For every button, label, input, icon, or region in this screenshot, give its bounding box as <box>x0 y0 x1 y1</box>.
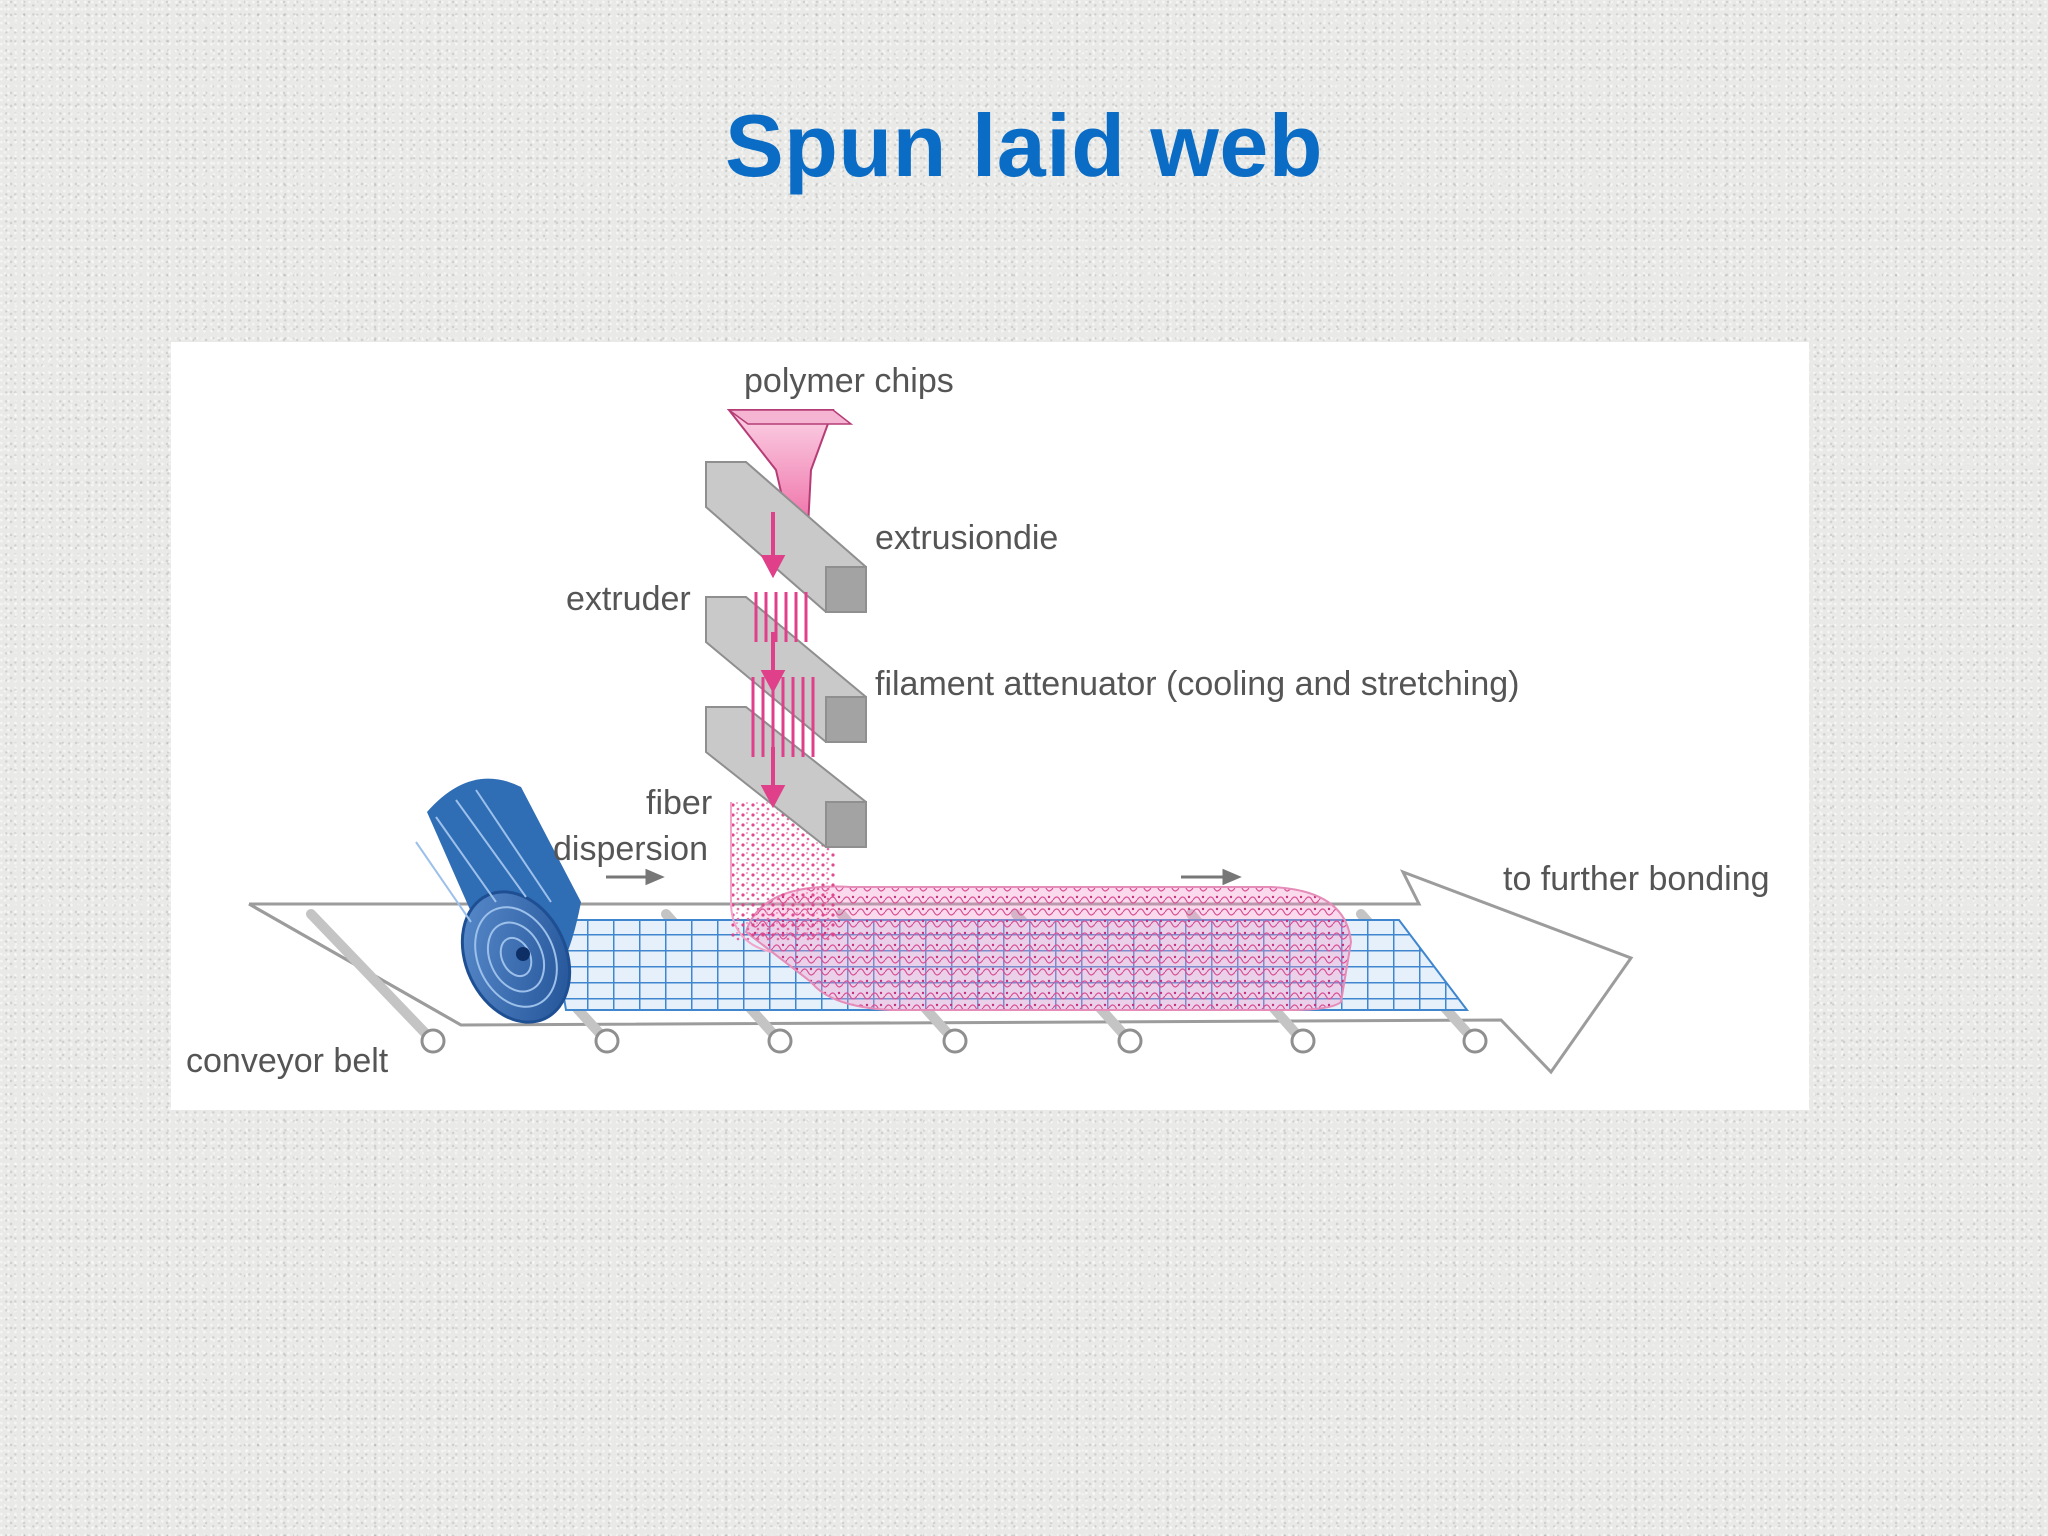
slide-title: Spun laid web <box>724 96 1324 195</box>
label-fiber: fiber <box>646 784 712 822</box>
label-dispersion: dispersion <box>553 830 708 868</box>
label-polymer-chips: polymer chips <box>744 362 954 400</box>
label-further-bonding: to further bonding <box>1503 860 1770 898</box>
mesh-roll <box>415 778 581 1024</box>
label-filament-attenuator: filament attenuator (cooling and stretch… <box>875 665 1519 703</box>
label-conveyor-belt: conveyor belt <box>186 1042 389 1080</box>
label-extruder: extruder <box>566 580 691 618</box>
label-extrusion-die: extrusiondie <box>875 519 1058 557</box>
direction-arrow <box>606 868 1242 886</box>
extruder-column <box>705 409 867 848</box>
spunlaid-process-diagram: polymer chips extrusiondie extruder fila… <box>171 342 1809 1110</box>
diagram-canvas: polymer chips extrusiondie extruder fila… <box>186 362 1770 1080</box>
